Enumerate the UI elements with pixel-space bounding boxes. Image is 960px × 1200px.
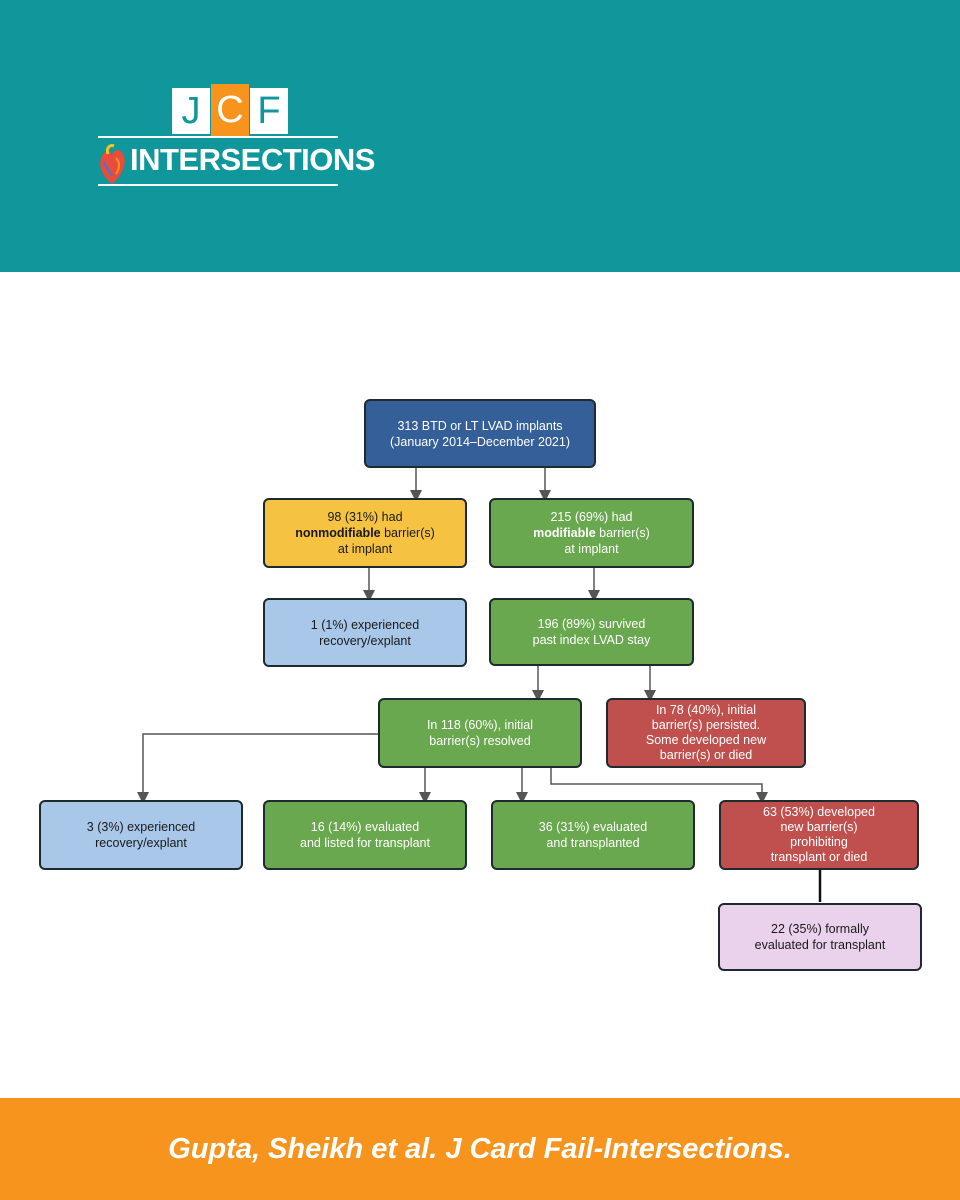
- logo-wordmark: INTERSECTIONS: [130, 142, 375, 177]
- root-line-1: 313 BTD or LT LVAD implants: [397, 418, 563, 433]
- nonmod-line-3: at implant: [337, 542, 393, 556]
- newbarrier-line-3: prohibiting: [790, 835, 848, 849]
- root-line-2: (January 2014–December 2021): [390, 434, 570, 449]
- formal-line-1: 22 (35%) formally: [771, 922, 869, 936]
- transplanted-line-2: and transplanted: [546, 836, 640, 850]
- box-barriers-resolved: In 118 (60%), initial barrier(s) resolved: [378, 698, 582, 768]
- citation-text: Gupta, Sheikh et al. J Card Fail-Interse…: [168, 1132, 792, 1165]
- persisted-line-4: barrier(s) or died: [659, 748, 753, 762]
- box-modifiable-barriers: 215 (69%) had modifiable barrier(s) at imp…: [489, 498, 694, 568]
- mod-line-1: 215 (69%) had: [550, 510, 633, 524]
- footer-banner: Gupta, Sheikh et al. J Card Fail-Interse…: [0, 1098, 960, 1200]
- nonmod-bold: nonmodifiable: [295, 526, 381, 540]
- resolved-line-1: In 118 (60%), initial: [426, 718, 534, 732]
- mod-bold: modifiable: [533, 526, 596, 540]
- nonmod-line-1: 98 (31%) had: [327, 510, 403, 524]
- logo-rule-top: [98, 136, 338, 138]
- recovery1-line-2: recovery/explant: [319, 633, 411, 648]
- box-recovery-explant-3: 3 (3%) experienced recovery/explant: [39, 800, 243, 870]
- heart-icon: [100, 144, 125, 184]
- arrow-resolved-to-newbarrier: [550, 768, 768, 804]
- header-banner: J C F INTERSECTIONS: [0, 0, 960, 272]
- newbarrier-line-2: new barrier(s): [780, 820, 858, 834]
- formal-line-2: evaluated for transplant: [754, 938, 886, 952]
- box-survived-index-stay: 196 (89%) survived past index LVAD stay: [489, 598, 694, 666]
- persisted-line-3: Some developed new: [645, 733, 767, 747]
- resolved-line-2: barrier(s) resolved: [429, 734, 531, 748]
- logo-letter-c: C: [211, 84, 249, 136]
- nonmod-post: barrier(s): [380, 526, 435, 540]
- persisted-line-2: barrier(s) persisted.: [651, 718, 761, 732]
- recovery3-line-1: 3 (3%) experienced: [86, 820, 196, 834]
- box-evaluated-listed: 16 (14%) evaluated and listed for transpl…: [263, 800, 467, 870]
- flowchart-connectors: [137, 468, 822, 902]
- arrow-resolved-to-recovery: [137, 733, 378, 804]
- recovery1-line-1: 1 (1%) experienced: [310, 617, 420, 632]
- logo-letter-f: F: [250, 88, 288, 134]
- logo-rule-bottom: [98, 184, 338, 186]
- mod-post: barrier(s): [595, 526, 650, 540]
- box-formally-evaluated: 22 (35%) formally evaluated for transplan…: [718, 903, 922, 971]
- box-evaluated-transplanted: 36 (31%) evaluated and transplanted: [491, 800, 695, 870]
- listed-line-1: 16 (14%) evaluated: [310, 820, 420, 834]
- mod-line-3: at implant: [564, 542, 619, 556]
- survived-line-1: 196 (89%) survived: [537, 617, 646, 631]
- persisted-line-1: In 78 (40%), initial: [655, 703, 757, 717]
- logo-letter-j: J: [172, 88, 210, 134]
- newbarrier-line-4: transplant or died: [770, 850, 868, 864]
- survived-line-2: past index LVAD stay: [532, 633, 651, 647]
- flowchart: 313 BTD or LT LVAD implants(January 2014…: [0, 272, 960, 1098]
- box-nonmodifiable-barriers: 98 (31%) had nonmodifiable barrier(s) at i…: [263, 498, 467, 568]
- newbarrier-line-1: 63 (53%) developed: [763, 805, 875, 819]
- box-lvad-implants: 313 BTD or LT LVAD implants(January 2014…: [364, 399, 596, 468]
- transplanted-line-1: 36 (31%) evaluated: [538, 820, 648, 834]
- listed-line-2: and listed for transplant: [300, 836, 430, 850]
- recovery3-line-2: recovery/explant: [95, 836, 187, 850]
